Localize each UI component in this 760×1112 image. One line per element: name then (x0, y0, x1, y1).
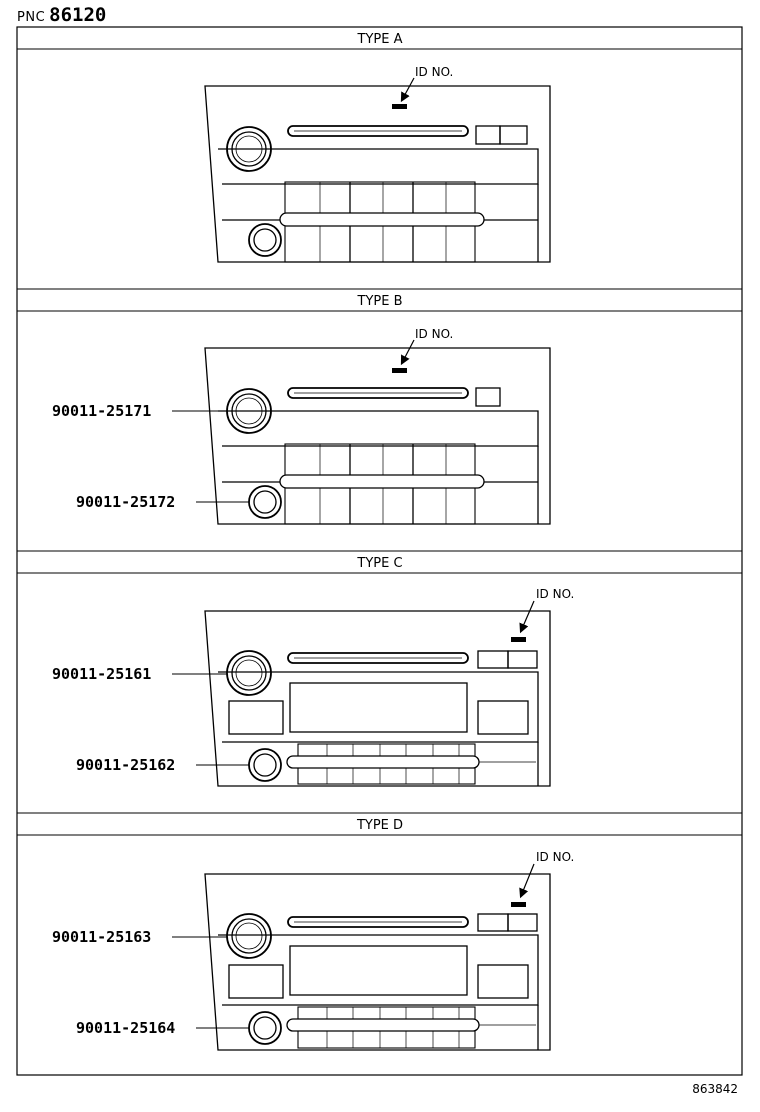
id-marker-type-d (511, 902, 526, 907)
part-number-label: 90011-25161 (52, 665, 151, 683)
section-title-type-d: TYPE D (356, 818, 403, 833)
pnc-prefix: PNC (17, 10, 46, 25)
id-marker-type-c (511, 637, 526, 642)
section-title-type-b: TYPE B (357, 294, 403, 309)
id-marker-type-a (392, 104, 407, 109)
radio-unit-type-b (204, 347, 551, 525)
id-marker-type-b (392, 368, 407, 373)
part-number-label: 90011-25172 (76, 493, 175, 511)
part-number-label: 90011-25162 (76, 756, 175, 774)
part-number-label: 90011-25164 (76, 1019, 175, 1037)
id-label-type-a: ID NO. (415, 65, 453, 79)
id-label-type-c: ID NO. (536, 587, 574, 601)
section-title-type-a: TYPE A (357, 32, 403, 47)
pnc-number: 86120 (49, 4, 107, 26)
section-title-type-c: TYPE C (356, 556, 402, 571)
reference-number: 863842 (692, 1082, 738, 1096)
id-label-type-b: ID NO. (415, 327, 453, 341)
id-label-type-d: ID NO. (536, 850, 574, 864)
radio-unit-type-d (204, 873, 551, 1051)
part-number-label: 90011-25163 (52, 928, 151, 946)
part-number-label: 90011-25171 (52, 402, 151, 420)
radio-unit-type-c (204, 610, 551, 787)
radio-unit-type-a (204, 85, 551, 263)
